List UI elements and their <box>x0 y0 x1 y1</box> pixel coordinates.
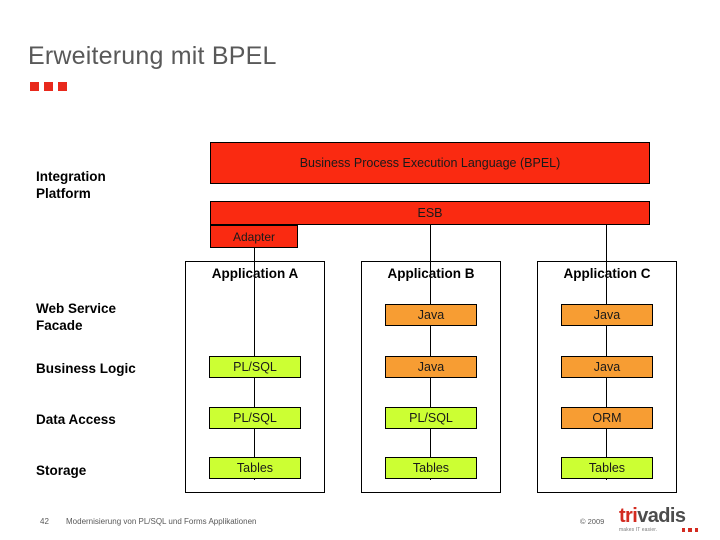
component-storage-b[interactable]: Tables <box>385 457 477 479</box>
logo-dot-3 <box>694 528 698 532</box>
component-business-logic-b[interactable]: Java <box>385 356 477 378</box>
logo-tagline: makes IT easier. <box>619 527 658 533</box>
title-accent-dots <box>30 82 67 91</box>
label-storage: Storage <box>36 463 87 478</box>
application-column-b[interactable] <box>361 261 501 493</box>
application-column-a[interactable] <box>185 261 325 493</box>
component-business-logic-a[interactable]: PL/SQL <box>209 356 301 378</box>
component-web-service-facade-c[interactable]: Java <box>561 304 653 326</box>
logo-text-vadis: vadis <box>637 505 686 527</box>
accent-dot-3 <box>58 82 67 91</box>
logo-dot-2 <box>688 528 692 532</box>
application-title-a: Application A <box>211 266 299 281</box>
component-data-access-b[interactable]: PL/SQL <box>385 407 477 429</box>
page-title: Erweiterung mit BPEL <box>28 42 277 70</box>
connector-line-app-b <box>430 225 431 480</box>
footer-text: Modernisierung von PL/SQL und Forms Appl… <box>66 517 257 526</box>
esb-bar[interactable]: ESB <box>210 201 650 225</box>
label-data-access: Data Access <box>36 412 116 427</box>
component-storage-a[interactable]: Tables <box>209 457 301 479</box>
label-business-logic: Business Logic <box>36 361 136 376</box>
label-integration-platform: Integration Platform <box>36 169 106 201</box>
label-web-service-facade: Web Service Facade <box>36 301 117 333</box>
bpel-bar[interactable]: Business Process Execution Language (BPE… <box>210 142 650 184</box>
accent-dot-2 <box>44 82 53 91</box>
component-web-service-facade-b[interactable]: Java <box>385 304 477 326</box>
accent-dot-1 <box>30 82 39 91</box>
component-data-access-c[interactable]: ORM <box>561 407 653 429</box>
logo-text-tri: tri <box>619 505 638 527</box>
application-title-b: Application B <box>387 266 475 281</box>
application-column-c[interactable] <box>537 261 677 493</box>
adapter-box[interactable]: Adapter <box>210 225 298 248</box>
logo-accent-dots <box>681 528 698 532</box>
application-title-c: Application C <box>563 266 651 281</box>
footer-page-number: 42 <box>40 517 49 526</box>
logo-wordmark: trivadis <box>619 506 699 526</box>
trivadis-logo: trivadis makes IT easier. <box>619 506 699 536</box>
component-business-logic-c[interactable]: Java <box>561 356 653 378</box>
connector-line-app-c <box>606 225 607 480</box>
component-data-access-a[interactable]: PL/SQL <box>209 407 301 429</box>
footer-copyright: © 2009 <box>580 517 605 526</box>
component-storage-c[interactable]: Tables <box>561 457 653 479</box>
logo-dot-1 <box>681 528 685 532</box>
